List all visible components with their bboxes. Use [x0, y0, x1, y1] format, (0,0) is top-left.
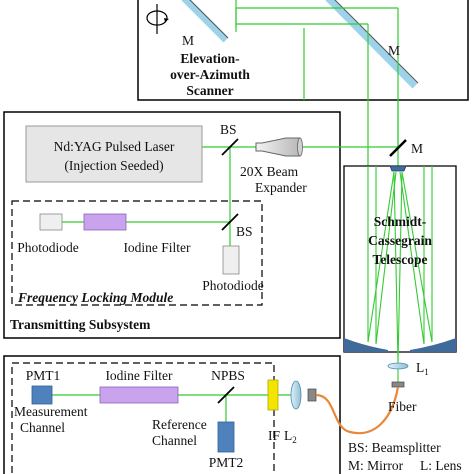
lens-l1-label-sub: 1: [424, 367, 429, 377]
photodiode-left-label: Photodiode: [17, 240, 79, 255]
legend-m: M: Mirror: [348, 458, 404, 473]
lens-l1: [387, 362, 409, 370]
telescope-title-line3: Telescope: [373, 252, 428, 267]
scanner-frame: [137, 0, 469, 101]
beamsplitter-2: [221, 213, 239, 231]
lens-l2-label-main: L: [284, 428, 292, 443]
frequency-locking-module-title: Frequency Locking Module: [17, 290, 173, 305]
npbs-label: NPBS: [211, 368, 245, 383]
legend-l: L: Lens: [420, 458, 462, 473]
lens-l2-label: L2: [284, 428, 297, 445]
beamsplitter-1: [221, 138, 239, 156]
receiving-subsystem: PMT1 Iodine Filter NPBS Measurement Chan…: [3, 355, 341, 474]
transmitting-subsystem-title: Transmitting Subsystem: [10, 317, 151, 332]
fiber-coupler-top: [391, 381, 405, 388]
measurement-channel-line1: Measurement: [14, 404, 88, 419]
legend: BS: Beamsplitter M: Mirror L: Lens: [348, 440, 462, 473]
scanner-beams: [235, 0, 399, 100]
npbs: [217, 386, 235, 404]
scanner-mirror-left: [181, 0, 229, 43]
laser-box: [25, 125, 203, 183]
pmt1-label: PMT1: [26, 368, 61, 383]
beamsplitter-1-label: BS: [220, 122, 237, 137]
scanner-mirror-right: [325, 0, 418, 89]
pmt2-label: PMT2: [209, 455, 244, 470]
frequency-locking-module-frame: [11, 200, 263, 306]
telescope-group: M Schmidt- Cassegrain Telescope L1: [343, 139, 457, 388]
photodiode-right: [222, 245, 240, 275]
interference-filter: [267, 379, 279, 411]
scanner-group: M M Elevation- over-Azimuth Scanner: [137, 0, 469, 101]
telescope-beams: [367, 166, 433, 384]
optical-fiber: [315, 386, 400, 435]
telescope-primary-mirror-left: [344, 338, 388, 352]
telescope-title-line1: Schmidt-: [374, 214, 427, 229]
legend-bs: BS: Beamsplitter: [348, 440, 441, 455]
telescope-secondary-mirror: [389, 165, 407, 172]
photodiode-left: [39, 213, 63, 231]
beamsplitter-2-label: BS: [236, 224, 253, 239]
telescope-turning-mirror-label: M: [411, 141, 423, 156]
interference-filter-label: IF: [268, 428, 280, 443]
scanner-title-line1: Elevation-: [180, 51, 239, 66]
lens-l2-label-sub: 2: [292, 435, 297, 445]
scanner-mirror-left-label: M: [182, 33, 194, 48]
transmitting-subsystem-frame: [3, 111, 341, 339]
iodine-filter-receiver-label: Iodine Filter: [105, 368, 173, 383]
measurement-channel-line2: Channel: [20, 420, 65, 435]
scanner-mirror-right-label: M: [388, 43, 400, 58]
beam-expander: [255, 137, 301, 157]
transmitting-subsystem: Nd:YAG Pulsed Laser (Injection Seeded) B…: [3, 111, 398, 339]
pmt1: [31, 385, 53, 405]
fiber-label: Fiber: [388, 399, 417, 414]
iodine-filter-transmitter-label: Iodine Filter: [123, 240, 191, 255]
scanner-to-telescope-beams: [367, 100, 399, 166]
expander-label-line1: 20X Beam: [240, 164, 299, 179]
reference-channel-line1: Reference: [152, 417, 207, 432]
laser-label-line2: (Injection Seeded): [64, 158, 163, 173]
iodine-cell-transmitter: [83, 213, 127, 231]
scanner-title-line3: Scanner: [186, 83, 233, 98]
telescope-title-line2: Cassegrain: [368, 233, 432, 248]
reference-channel-line2: Channel: [152, 433, 197, 448]
lens-l1-label-main: L: [416, 360, 424, 375]
pmt2: [217, 421, 235, 453]
scanner-title-line2: over-Azimuth: [170, 67, 250, 82]
telescope-primary-mirror-right: [410, 338, 456, 352]
rotation-icon: [146, 4, 169, 34]
lens-l1-label: L1: [416, 360, 429, 377]
telescope-turning-mirror: [389, 139, 407, 157]
laser-label-line1: Nd:YAG Pulsed Laser: [54, 139, 175, 154]
photodiode-right-label: Photodiode: [202, 278, 264, 293]
receiving-subsystem-frame: [3, 355, 341, 474]
fiber-coupler-side: [307, 388, 317, 402]
iodine-cell-receiver: [99, 386, 179, 404]
lens-l2: [290, 380, 302, 410]
expander-label-line2: Expander: [255, 180, 307, 195]
